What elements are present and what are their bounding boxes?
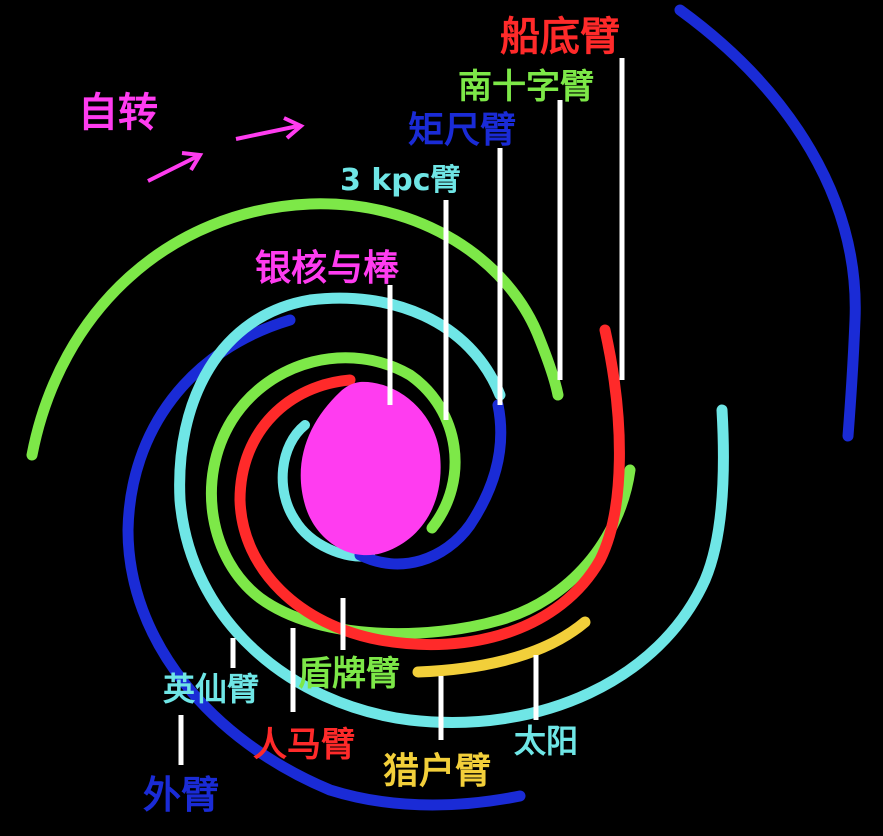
orion-arm	[412, 616, 591, 678]
carina-arm-label: 船底臂	[500, 14, 620, 60]
norma-arm	[354, 399, 507, 570]
orion-arm-label: 猎户臂	[383, 751, 491, 792]
crux-arm-outer-arc	[26, 198, 564, 461]
perseus-arm	[174, 292, 729, 728]
rotation-label: 自转	[78, 90, 158, 136]
sun-label: 太阳	[514, 722, 578, 760]
sagittarius-arm	[234, 324, 625, 651]
norma-arm-label: 矩尺臂	[408, 110, 516, 151]
outer-arm-lower	[122, 314, 526, 811]
kpc3-arm-label: 3 kpc臂	[340, 163, 461, 198]
perseus-arm-label: 英仙臂	[163, 670, 259, 708]
outer-arm-arc-right	[674, 4, 861, 442]
rotation-arrow-left	[147, 151, 204, 183]
scutum-arm	[205, 352, 636, 640]
rotation-arrow-right	[235, 116, 305, 141]
scutum-arm-label: 盾牌臂	[298, 654, 400, 694]
sagittarius-arm-label: 人马臂	[253, 725, 355, 765]
outer-arm-label: 外臂	[143, 773, 219, 817]
galactic-core-bar	[300, 381, 441, 556]
core-label: 银核与棒	[255, 248, 400, 289]
kpc3-arm	[277, 420, 375, 562]
crux-arm-label: 南十字臂	[458, 67, 594, 107]
